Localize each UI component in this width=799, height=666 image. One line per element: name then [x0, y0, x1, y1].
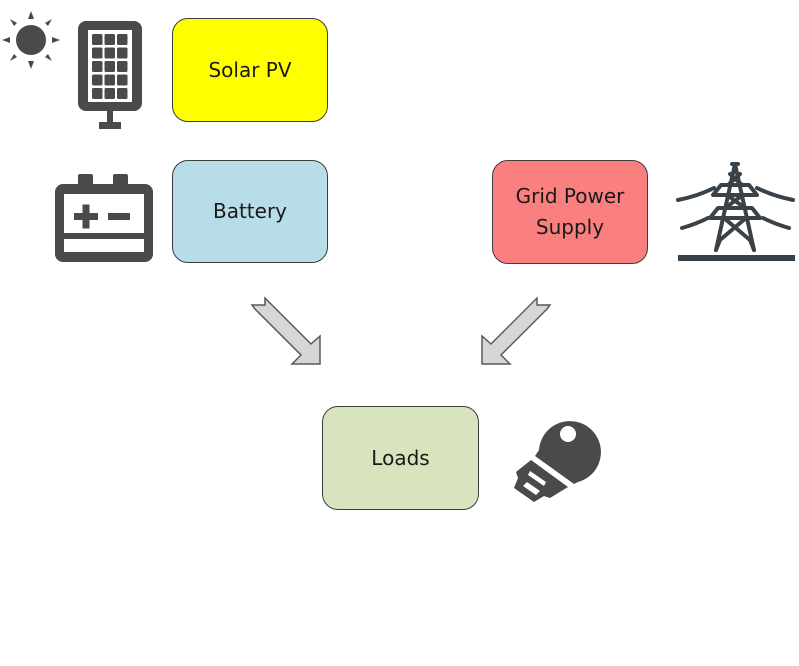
sun-icon — [0, 8, 64, 72]
node-battery-label: Battery — [212, 199, 288, 223]
battery-icon — [55, 174, 153, 264]
node-grid-label-line2: Supply — [535, 215, 605, 239]
node-loads-label: Loads — [371, 445, 430, 470]
transmission-tower-icon — [672, 158, 799, 266]
solar-cell — [92, 74, 103, 86]
solar-cell — [104, 61, 115, 72]
solar-cell — [104, 88, 115, 99]
solar-cell — [92, 47, 103, 59]
light-bulb-icon — [508, 412, 603, 504]
solar-cell — [117, 47, 128, 59]
solar-cell — [92, 34, 103, 45]
solar-cell — [104, 34, 115, 45]
solar-panel-icon — [78, 21, 142, 131]
solar-cell — [117, 34, 128, 45]
node-solar-pv: Solar PV — [172, 18, 328, 122]
node-grid-label-line1: Grid Power — [515, 184, 625, 208]
solar-cell — [117, 74, 128, 86]
node-loads: Loads — [322, 406, 479, 510]
solar-cell — [117, 61, 128, 72]
solar-cell — [92, 88, 103, 99]
solar-cell — [92, 61, 103, 72]
arrow-battery-to-loads — [248, 293, 328, 369]
solar-cell — [104, 74, 115, 86]
node-solar-pv-label: Solar PV — [208, 57, 292, 82]
node-grid-power-supply: Grid Power Supply — [492, 160, 648, 264]
solar-cell — [117, 88, 128, 99]
solar-cell — [104, 47, 115, 59]
arrow-grid-to-loads — [474, 293, 554, 369]
node-battery: Battery — [172, 160, 328, 263]
